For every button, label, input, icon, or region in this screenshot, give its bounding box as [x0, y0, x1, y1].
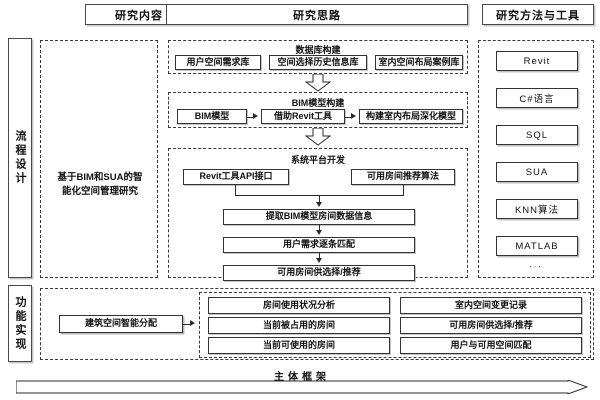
connector-platform-bracket-stem — [319, 195, 320, 203]
database-item-space-selection-history: 空间选择历史信息库 — [269, 55, 367, 70]
tool-sql: SQL — [496, 125, 578, 145]
research-content-container: 基于BIM和SUA的智 能化空间管理研究 — [40, 40, 158, 278]
platform-step-match-user-demand: 用户需求逐条匹配 — [223, 237, 415, 253]
tool-csharp: C#语言 — [496, 88, 578, 108]
node-label: 可用房间推荐算法 — [366, 171, 439, 182]
node-label: 空间选择历史信息库 — [277, 56, 359, 67]
function-output-available-rooms-recommend: 可用房间供选择/推荐 — [400, 317, 582, 334]
function-output-indoor-space-change-log: 室内空间变更记录 — [400, 297, 582, 314]
function-realization-container: 建筑空间智能分配 房间使用状况分析 当前被占用的房间 当前可使用的房间 室内空间… — [40, 288, 594, 360]
tool-label: KNN算法 — [514, 205, 560, 216]
function-source-building-space-allocation: 建筑空间智能分配 — [59, 315, 183, 333]
database-construction-container: 数据库构建 用户空间需求库 空间选择历史信息库 室内空间布局案例库 — [168, 40, 468, 74]
database-item-user-space-demand: 用户空间需求库 — [175, 55, 261, 70]
tool-label: C#语言 — [519, 94, 555, 105]
function-outputs-container: 房间使用状况分析 当前被占用的房间 当前可使用的房间 室内空间变更记录 可用房间… — [199, 292, 591, 358]
node-label: 构建室内布局深化模型 — [365, 110, 456, 121]
tool-label: SQL — [525, 129, 548, 141]
node-label: 用户空间需求库 — [186, 56, 250, 67]
block-arrow-database-to-bim — [305, 74, 331, 92]
tool-label: Revit — [523, 55, 551, 67]
node-label: 借助Revit工具 — [273, 110, 332, 121]
platform-step-available-rooms: 可用房间供选择/推荐 — [223, 265, 415, 281]
header-label: 研究方法与工具 — [496, 9, 580, 22]
bim-model-node-revit-tool: 借助Revit工具 — [261, 109, 345, 124]
tool-knn: KNN算法 — [496, 199, 578, 219]
research-content-title-line1: 基于BIM和SUA的智 — [57, 172, 143, 183]
node-label: 可用房间供选择/推荐 — [277, 267, 361, 278]
header-research-methods-tools: 研究方法与工具 — [482, 4, 594, 25]
database-item-indoor-layout-cases: 室内空间布局案例库 — [375, 55, 463, 70]
platform-node-room-recommend-algorithm: 可用房间推荐算法 — [351, 169, 455, 185]
node-label: 房间使用状况分析 — [262, 299, 335, 310]
tool-label: SUA — [525, 166, 549, 178]
function-output-room-usage-analysis: 房间使用状况分析 — [208, 297, 390, 314]
function-output-user-space-matching: 用户与可用空间匹配 — [400, 337, 582, 354]
main-framework-arrow-group: 主体框架 — [16, 368, 588, 394]
research-content-title: 基于BIM和SUA的智 能化空间管理研究 — [41, 171, 159, 199]
node-label: 用户与可用空间匹配 — [450, 339, 532, 350]
bim-model-node-indoor-deep-model: 构建室内布局深化模型 — [359, 109, 463, 124]
node-label: 用户需求逐条匹配 — [282, 239, 355, 250]
node-label: 当前可使用的房间 — [262, 339, 335, 350]
connector-revit-to-deepmodel — [345, 116, 352, 118]
connector-algorithm-down — [403, 185, 404, 195]
node-label: 室内空间变更记录 — [454, 299, 527, 310]
block-arrow-bim-to-platform — [305, 128, 331, 146]
tool-revit: Revit — [496, 51, 578, 71]
platform-node-revit-api: Revit工具API接口 — [183, 169, 289, 185]
connector-bim-to-revit — [247, 116, 254, 118]
node-label: 提取BIM模型房间数据信息 — [265, 211, 373, 222]
header-research-approach: 研究思路 — [166, 4, 468, 25]
function-output-currently-occupied-rooms: 当前被占用的房间 — [208, 317, 390, 334]
main-framework-arrow-icon — [16, 380, 588, 394]
node-label: 室内空间布局案例库 — [378, 56, 460, 67]
side-label-process-design: 流程设计 — [8, 38, 32, 278]
connector-step1-to-step2 — [319, 225, 320, 231]
tool-matlab: MATLAB — [496, 236, 578, 256]
bim-model-caption: BIM模型构建 — [291, 98, 345, 108]
connector-revit-api-down — [235, 185, 236, 195]
function-output-currently-available-rooms: 当前可使用的房间 — [208, 337, 390, 354]
arrow-step2-to-step3-icon — [316, 258, 322, 263]
tool-sua: SUA — [496, 162, 578, 182]
arrow-source-to-outputs-icon — [190, 320, 195, 326]
node-label: Revit工具API接口 — [199, 171, 273, 182]
side-label-text: 流程设计 — [14, 130, 26, 186]
header-label: 研究思路 — [293, 9, 341, 22]
node-label: 可用房间供选择/推荐 — [449, 319, 533, 330]
system-platform-caption: 系统平台开发 — [290, 155, 345, 165]
connector-step2-to-step3 — [319, 253, 320, 259]
bim-model-node-bim: BIM模型 — [177, 109, 247, 124]
tool-label: MATLAB — [515, 240, 559, 252]
side-label-text: 功能实现 — [14, 295, 26, 352]
research-content-title-line2: 能化空间管理研究 — [61, 185, 138, 197]
main-framework-label: 主体框架 — [274, 372, 330, 383]
arrow-platform-to-step1-icon — [316, 202, 322, 207]
arrow-revit-to-deepmodel-icon — [351, 113, 356, 119]
database-construction-caption: 数据库构建 — [295, 45, 341, 55]
header-label: 研究内容 — [115, 9, 163, 22]
arrow-bim-to-revit-icon — [253, 113, 258, 119]
arrow-step1-to-step2-icon — [316, 230, 322, 235]
node-label: 建筑空间智能分配 — [84, 318, 157, 329]
platform-step-extract-room-data: 提取BIM模型房间数据信息 — [223, 209, 415, 225]
tools-container: Revit C#语言 SQL SUA KNN算法 MATLAB ... — [478, 40, 594, 278]
node-label: 当前被占用的房间 — [262, 319, 335, 330]
connector-source-to-outputs — [183, 323, 191, 325]
system-platform-container: 系统平台开发 Revit工具API接口 可用房间推荐算法 提取BIM模型房间数据… — [168, 148, 468, 281]
node-label: BIM模型 — [194, 110, 230, 121]
tools-more-ellipsis: ... — [529, 259, 543, 269]
side-label-function-realization: 功能实现 — [8, 285, 32, 362]
bim-model-construction-container: BIM模型构建 BIM模型 借助Revit工具 构建室内布局深化模型 — [168, 92, 468, 128]
